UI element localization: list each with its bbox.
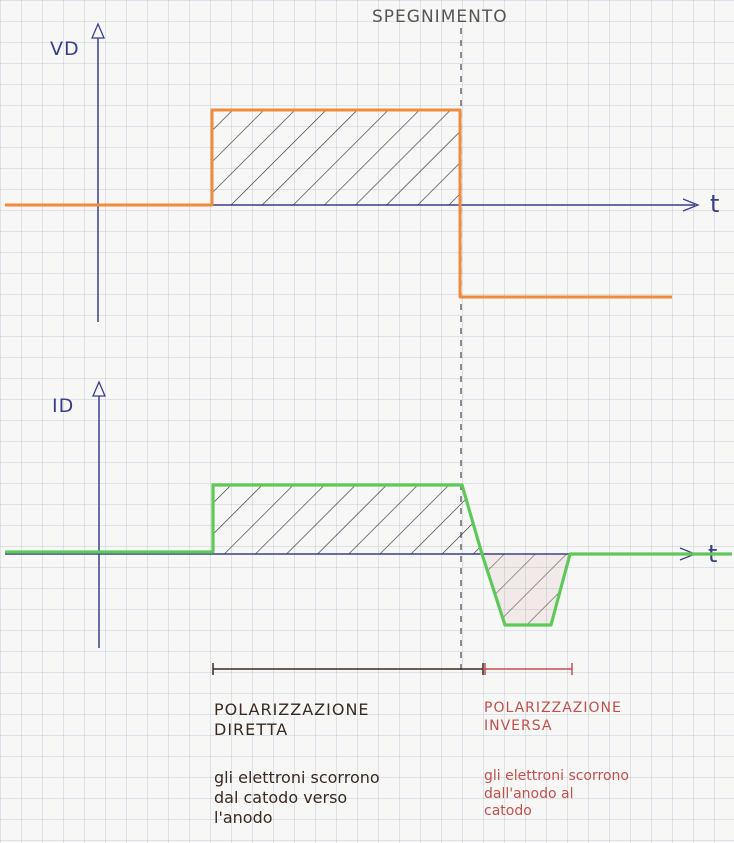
vd-time-label: t xyxy=(710,190,720,218)
id-reverse-fill xyxy=(484,554,570,625)
vd-axis-arrow-icon xyxy=(91,22,105,39)
reverse-title: POLARIZZAZIONE INVERSA xyxy=(484,700,622,735)
forward-title-line-2: DIRETTA xyxy=(214,720,289,739)
title-spegnimento: SPEGNIMENTO xyxy=(372,7,508,27)
forward-title: POLARIZZAZIONE DIRETTA xyxy=(214,700,370,740)
forward-text-line-1: gli elettroni scorrono xyxy=(214,768,380,787)
forward-text-line-3: l'anodo xyxy=(214,808,273,827)
id-axis-label: ID xyxy=(52,395,74,417)
forward-description: gli elettroni scorrono dal catodo verso … xyxy=(214,768,380,828)
id-axis-arrow-icon xyxy=(92,380,106,397)
reverse-title-line-1: POLARIZZAZIONE xyxy=(484,700,622,716)
vd-forward-hatch xyxy=(212,110,460,205)
id-reverse-hatch xyxy=(484,554,570,625)
vd-axis-label: VD xyxy=(50,38,80,60)
forward-title-line-1: POLARIZZAZIONE xyxy=(214,700,370,719)
reverse-title-line-2: INVERSA xyxy=(484,717,553,734)
id-forward-hatch xyxy=(213,485,482,554)
vd-time-arrow-icon xyxy=(682,198,700,212)
reverse-description: gli elettroni scorrono dall'anodo al cat… xyxy=(484,768,629,821)
vd-waveform xyxy=(5,108,672,299)
reverse-text-line-1: gli elettroni scorrono xyxy=(484,768,629,784)
forward-bracket xyxy=(212,663,484,675)
id-waveform xyxy=(5,483,732,627)
reverse-text-line-2: dall'anodo al xyxy=(484,785,574,802)
voltage-plot: VD t xyxy=(5,22,720,322)
reverse-bracket xyxy=(483,663,573,675)
current-plot: ID t xyxy=(5,380,732,648)
forward-text-line-2: dal catodo verso xyxy=(214,788,348,807)
reverse-text-line-3: catodo xyxy=(484,803,532,819)
